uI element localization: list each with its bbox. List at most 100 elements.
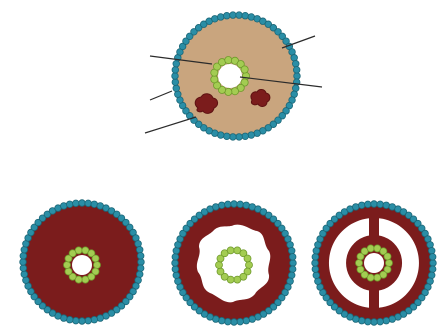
tissue-bridge-bottom <box>369 287 379 313</box>
epithelial-cell <box>236 12 243 19</box>
epithelial-cell <box>216 262 223 269</box>
epithelial-cell <box>234 276 241 283</box>
leader-line-5 <box>145 117 196 133</box>
epithelial-cell <box>243 202 250 209</box>
epithelial-cell <box>173 272 180 279</box>
epithelial-cell <box>223 12 230 19</box>
epithelial-cell <box>352 204 359 211</box>
epithelial-cell <box>389 316 396 323</box>
epithelial-cell <box>288 272 295 279</box>
epithelial-cell <box>429 266 436 273</box>
epithelial-cell <box>136 271 143 278</box>
epithelial-cell <box>60 203 67 210</box>
epithelial-cell <box>79 318 86 325</box>
epithelial-cell <box>356 260 363 267</box>
epithelial-cell <box>244 255 251 262</box>
epithelial-cell <box>312 266 319 273</box>
epithelial-cell <box>175 278 182 285</box>
central-lumen <box>364 253 384 273</box>
epithelial-cell <box>292 60 299 67</box>
epithelial-cell <box>20 259 27 266</box>
epithelial-cell <box>225 318 232 325</box>
epithelial-cell <box>66 201 73 208</box>
epithelial-cell <box>172 266 179 273</box>
epithelial-cell <box>212 204 219 211</box>
epithelial-cell <box>21 246 28 253</box>
epithelial-cell <box>94 262 101 269</box>
epithelial-cell <box>383 317 390 324</box>
epithelial-cell <box>383 202 390 209</box>
epithelial-cell <box>242 133 249 140</box>
epithelial-cell <box>218 317 225 324</box>
epithelial-cell <box>237 201 244 208</box>
epithelial-cell <box>427 241 434 248</box>
epithelial-cell <box>313 247 320 254</box>
epithelial-cell <box>428 247 435 254</box>
epithelial-cell <box>230 12 237 19</box>
epithelial-cell <box>20 253 27 260</box>
epithelial-cell <box>358 317 365 324</box>
epithelial-cell <box>377 201 384 208</box>
epithelial-cell <box>172 73 179 80</box>
epithelial-cell <box>136 246 143 253</box>
epithelial-cell <box>137 265 144 272</box>
epithelial-cell <box>91 316 98 323</box>
epithelial-cell <box>246 262 253 269</box>
epithelial-cell <box>137 253 144 260</box>
epithelial-cell <box>289 266 296 273</box>
epithelial-cell <box>293 67 300 74</box>
epithelial-cell <box>312 260 319 267</box>
epithelial-cell <box>217 268 224 275</box>
epithelial-cell <box>225 201 232 208</box>
epithelial-cell <box>175 91 182 98</box>
epithelial-cell <box>365 201 372 208</box>
central-lumen <box>224 255 244 275</box>
epithelial-cell <box>243 317 250 324</box>
epithelial-cell <box>237 318 244 325</box>
epithelial-cell <box>223 133 230 140</box>
epithelial-cell <box>173 60 180 67</box>
epithelial-cell <box>20 265 27 272</box>
central-lumen <box>218 64 242 88</box>
epithelial-cell <box>82 276 89 283</box>
epithelial-cell <box>173 85 180 92</box>
leader-line-4 <box>150 91 172 100</box>
epithelial-cell <box>172 260 179 267</box>
epithelial-cell <box>430 260 437 267</box>
epithelial-cell <box>315 278 322 285</box>
stage-1-cross-section <box>20 200 145 325</box>
epithelial-cell <box>290 260 297 267</box>
epithelial-cell <box>172 79 179 86</box>
epithelial-cell <box>358 202 365 209</box>
epithelial-cell <box>428 272 435 279</box>
epithelial-cell <box>384 253 391 260</box>
epithelial-cell <box>371 319 378 326</box>
epithelial-cell <box>374 274 381 281</box>
stage-3-cross-section <box>312 201 437 326</box>
epithelial-cell <box>386 260 393 267</box>
epithelial-cell <box>377 318 384 325</box>
epithelial-cell <box>66 316 73 323</box>
epithelial-cell <box>312 254 319 261</box>
epithelial-cell <box>242 12 249 19</box>
epithelial-cell <box>231 319 238 326</box>
epithelial-cell <box>172 254 179 261</box>
epithelial-cell <box>287 241 294 248</box>
epithelial-cell <box>217 14 224 21</box>
central-lumen <box>72 255 92 275</box>
epithelial-cell <box>294 73 301 80</box>
epithelial-cell <box>173 247 180 254</box>
epithelial-cell <box>65 268 72 275</box>
epithelial-cell <box>218 202 225 209</box>
epithelial-cell <box>172 67 179 74</box>
epithelial-cell <box>23 277 30 284</box>
epithelial-cell <box>225 56 232 63</box>
epithelial-cell <box>64 262 71 269</box>
epithelial-cell <box>249 316 256 323</box>
epithelial-cell <box>227 247 234 254</box>
epithelial-cell <box>365 318 372 325</box>
epithelial-cell <box>97 315 104 322</box>
epithelial-cell <box>231 88 238 95</box>
epithelial-cell <box>231 201 238 208</box>
epithelial-cell <box>211 76 218 83</box>
